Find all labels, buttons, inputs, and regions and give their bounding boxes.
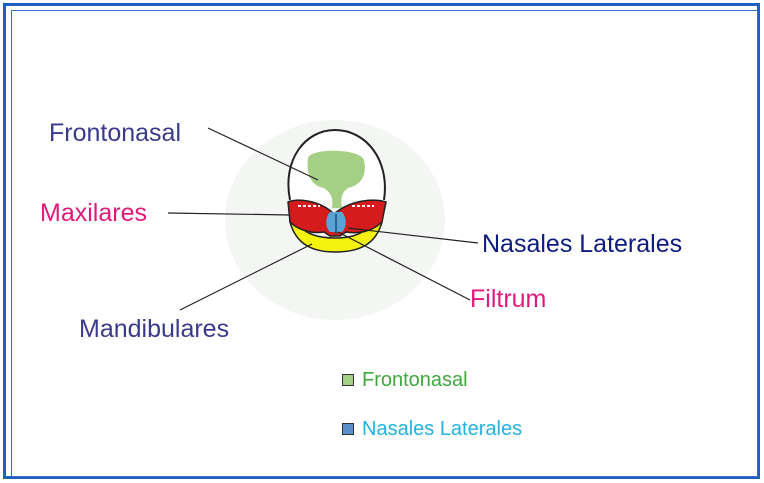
mandibulares-label: Mandibulares bbox=[79, 317, 229, 342]
legend-swatch-frontonasal bbox=[342, 374, 354, 386]
filtrum-label: Filtrum bbox=[470, 287, 546, 312]
frontonasal-label: Frontonasal bbox=[49, 121, 181, 146]
legend-item-frontonasal: Frontonasal bbox=[342, 370, 468, 390]
legend-swatch-nasales-laterales bbox=[342, 423, 354, 435]
maxilares-label: Maxilares bbox=[40, 201, 147, 226]
nasales-laterales-label: Nasales Laterales bbox=[482, 232, 682, 257]
legend-item-nasales-laterales: Nasales Laterales bbox=[342, 419, 522, 439]
legend-label-frontonasal: Frontonasal bbox=[362, 370, 468, 390]
legend-label-nasales-laterales: Nasales Laterales bbox=[362, 419, 522, 439]
